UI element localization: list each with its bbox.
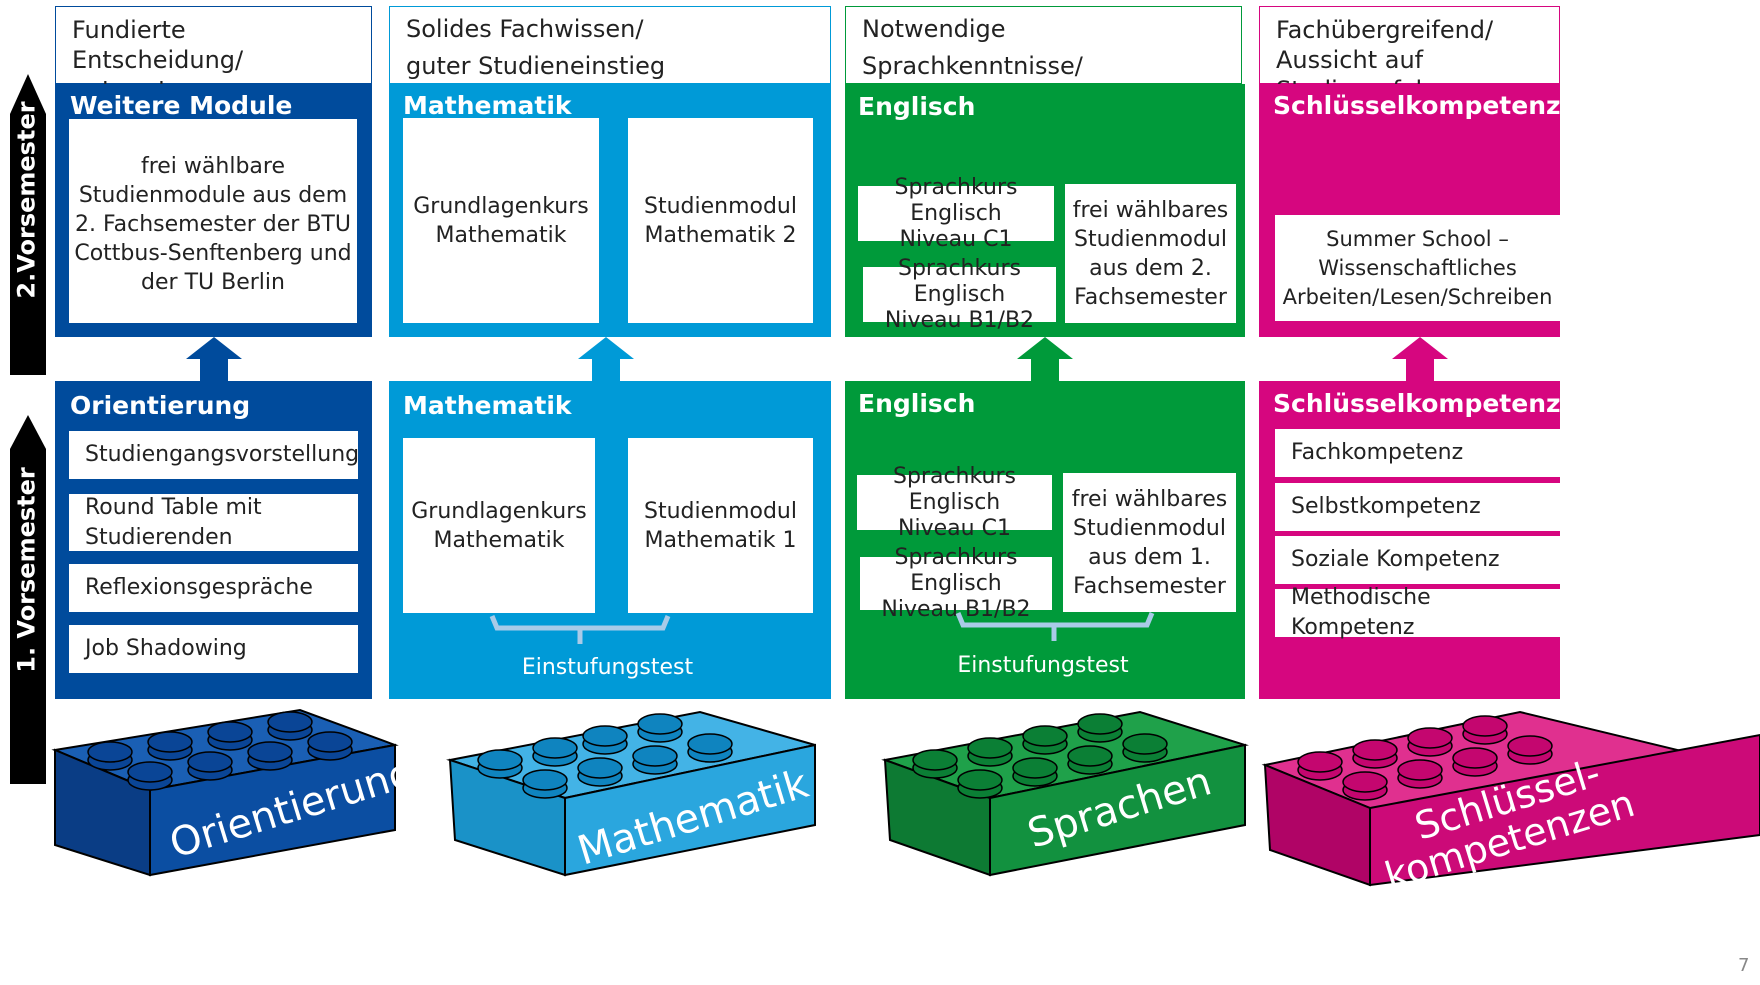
module-box: Studienmodul Mathematik 2 [628,118,813,323]
language-course-b1b2: Sprachkurs Englisch Niveau B1/B2 [863,256,1056,333]
brick-mathematik: Mathematik [446,710,816,877]
lower-panel: Schlüsselkompetenzen Fachkompetenz Selbs… [1259,381,1595,699]
lego-bricks: Orientierung Mathematik [51,708,1760,899]
language-course-b1b2: Sprachkurs Englisch Niveau B1/B2 [860,545,1052,622]
bracket-icon [955,612,1155,641]
placement-test-caption: Einstufungstest [521,655,694,680]
list-item: Round Table mit Studierenden [69,494,358,551]
panel-title: Orientierung [70,391,251,420]
brick-schluesselkompetenzen: Schlüssel- kompetenzen [1261,710,1760,899]
column-header: Fachübergreifend/ Aussicht auf Studiener… [1259,6,1560,104]
semester-arrow-graphic [10,74,46,784]
module-box: Studienmodul Mathematik 1 [628,438,813,613]
lower-panel: Mathematik Grundlagenkurs Mathematik Stu… [389,381,831,699]
page-number: 7 [1738,955,1750,976]
upper-panel: Weitere Module frei wählbare Studienmodu… [55,84,372,337]
list-item: Job Shadowing [69,625,358,673]
upper-panel: Englisch Sprachkurs Englisch Niveau C1 S… [845,84,1245,337]
language-course-c1: Sprachkurs Englisch Niveau C1 [858,175,1054,252]
list-item: Methodische Kompetenz [1275,585,1560,640]
course-box: Grundlagenkurs Mathematik [403,118,599,323]
up-arrow-icon [1017,337,1073,382]
bracket-icon [489,615,671,644]
module-box: frei wählbare Studienmodule aus dem 2. F… [69,119,357,323]
column-header: Notwendige Sprachkenntnisse/ Vorteil für… [845,6,1242,117]
column-header: Fundierte Entscheidung/ entzerrter Studi… [55,6,372,134]
lower-panel: Englisch Sprachkurs Englisch Niveau C1 S… [845,381,1245,699]
brick-orientierung: Orientierung [51,708,420,877]
language-course-c1: Sprachkurs Englisch Niveau C1 [857,464,1052,541]
panel-title: Weitere Module [70,91,293,120]
panel-title: Mathematik [403,91,572,120]
semester2-label-wrap: 2.Vorsemester [8,100,46,300]
placement-test-caption: Einstufungstest [957,653,1129,678]
list-item: Soziale Kompetenz [1275,536,1560,584]
list-item: Selbstkompetenz [1275,483,1560,531]
column-header: Solides Fachwissen/ guter Studieneinstie… [389,6,831,84]
panel-title: Englisch [858,92,976,121]
elective-module-box: frei wählbares Studienmodul aus dem 1. F… [1063,473,1236,612]
panel-title: Schlüsselkompetenzen [1273,389,1596,418]
course-box: Grundlagenkurs Mathematik [403,438,595,613]
up-arrow-icon [578,337,634,382]
summer-school-box: Summer School – Wissenschaftliches Arbei… [1275,215,1560,321]
semester1-label-wrap: 1. Vorsemester [8,440,46,700]
up-arrow-icon [1392,337,1448,382]
upper-panel: Mathematik Grundlagenkurs Mathematik Stu… [389,84,831,337]
list-item: Studiengangsvorstellung [69,431,359,479]
up-arrow-icon [186,337,242,382]
panel-title: Schlüsselkompetenzen [1273,91,1596,120]
panel-title: Mathematik [403,391,572,420]
list-item: Reflexionsgespräche [69,564,358,612]
semester2-label: 2.Vorsemester [13,101,41,299]
brick-sprachen: Sprachen [881,710,1249,877]
semester1-label: 1. Vorsemester [13,467,42,673]
lower-panel: Orientierung Studiengangsvorstellung Rou… [55,381,372,699]
panel-title: Englisch [858,389,976,418]
list-item: Fachkompetenz [1275,429,1560,477]
elective-module-box: frei wählbares Studienmodul aus dem 2. F… [1065,184,1236,323]
upper-panel: Schlüsselkompetenzen Summer School – Wis… [1259,84,1595,337]
